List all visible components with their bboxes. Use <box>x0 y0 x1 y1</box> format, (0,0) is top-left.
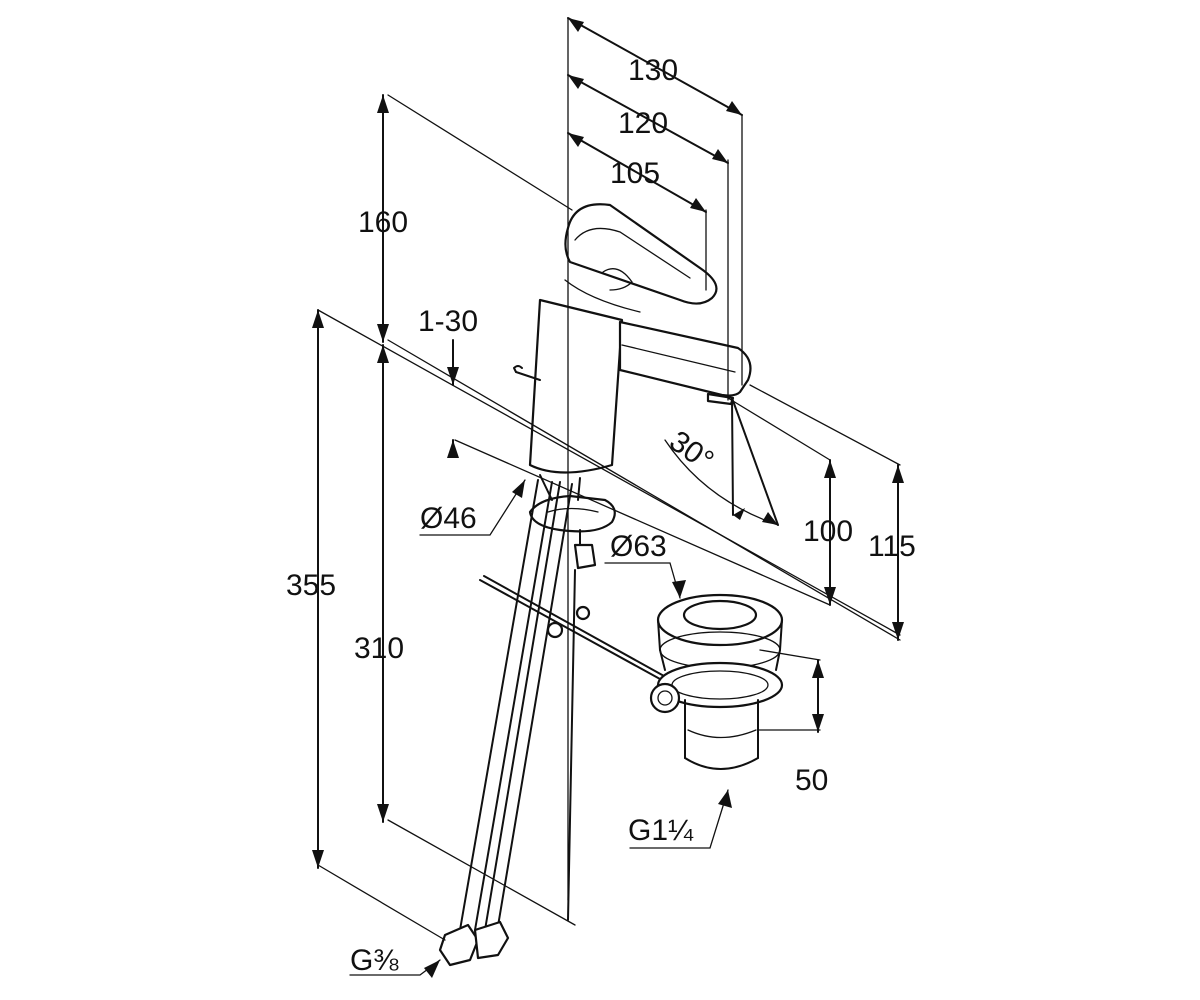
dim-supply-thread-label: G⅜ <box>350 944 399 977</box>
dim-130-label: 130 <box>628 54 678 87</box>
dim-160-label: 160 <box>358 206 408 239</box>
mounting-assembly <box>438 474 683 967</box>
dim-waste-thread-label: G1¼ <box>628 814 694 847</box>
dim-310-label: 310 <box>354 632 404 665</box>
dim-120-label: 120 <box>618 107 668 140</box>
dim-50-label: 50 <box>795 764 828 797</box>
dim-angle-label: 30° <box>663 425 719 478</box>
dim-115-label: 115 <box>868 530 916 563</box>
dim-355-label: 355 <box>286 569 336 602</box>
dim-waste-diameter-label: Ø63 <box>610 530 667 563</box>
dim-105-label: 105 <box>610 157 660 190</box>
dimension-labels: 130 120 105 160 1-30 355 310 100 115 30°… <box>286 54 916 977</box>
faucet-body <box>513 203 752 474</box>
dimension-lines <box>312 17 904 978</box>
waste-assembly <box>649 593 784 770</box>
dim-100-label: 100 <box>803 515 853 548</box>
dim-base-diameter-label: Ø46 <box>420 502 477 535</box>
dim-1-30-label: 1-30 <box>418 305 478 338</box>
